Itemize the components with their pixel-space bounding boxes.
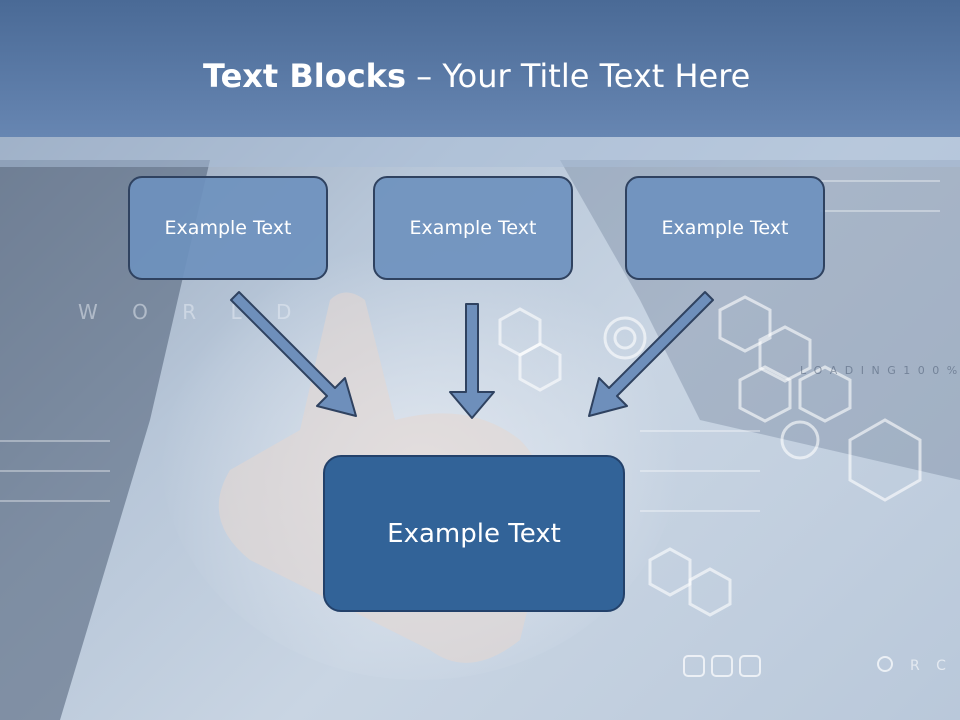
text-block-right[interactable]: Example Text (625, 176, 825, 280)
arrow-down-icon (449, 303, 495, 419)
title-separator: – (406, 57, 443, 95)
background-word-loading: L O A D I N G 1 0 0 % (800, 364, 960, 377)
text-block-left[interactable]: Example Text (128, 176, 328, 280)
background-word-search: R C H (910, 658, 960, 674)
title-bar-band (0, 137, 960, 167)
arrow-left-icon (230, 291, 357, 417)
title-bold: Text Blocks (203, 57, 406, 95)
page-title: Text Blocks – Your Title Text Here (203, 52, 750, 102)
text-block-middle[interactable]: Example Text (373, 176, 573, 280)
text-block-bottom[interactable]: Example Text (323, 455, 625, 612)
title-bar (0, 0, 960, 137)
title-rest: Your Title Text Here (442, 57, 751, 95)
arrow-right-icon (588, 291, 714, 417)
